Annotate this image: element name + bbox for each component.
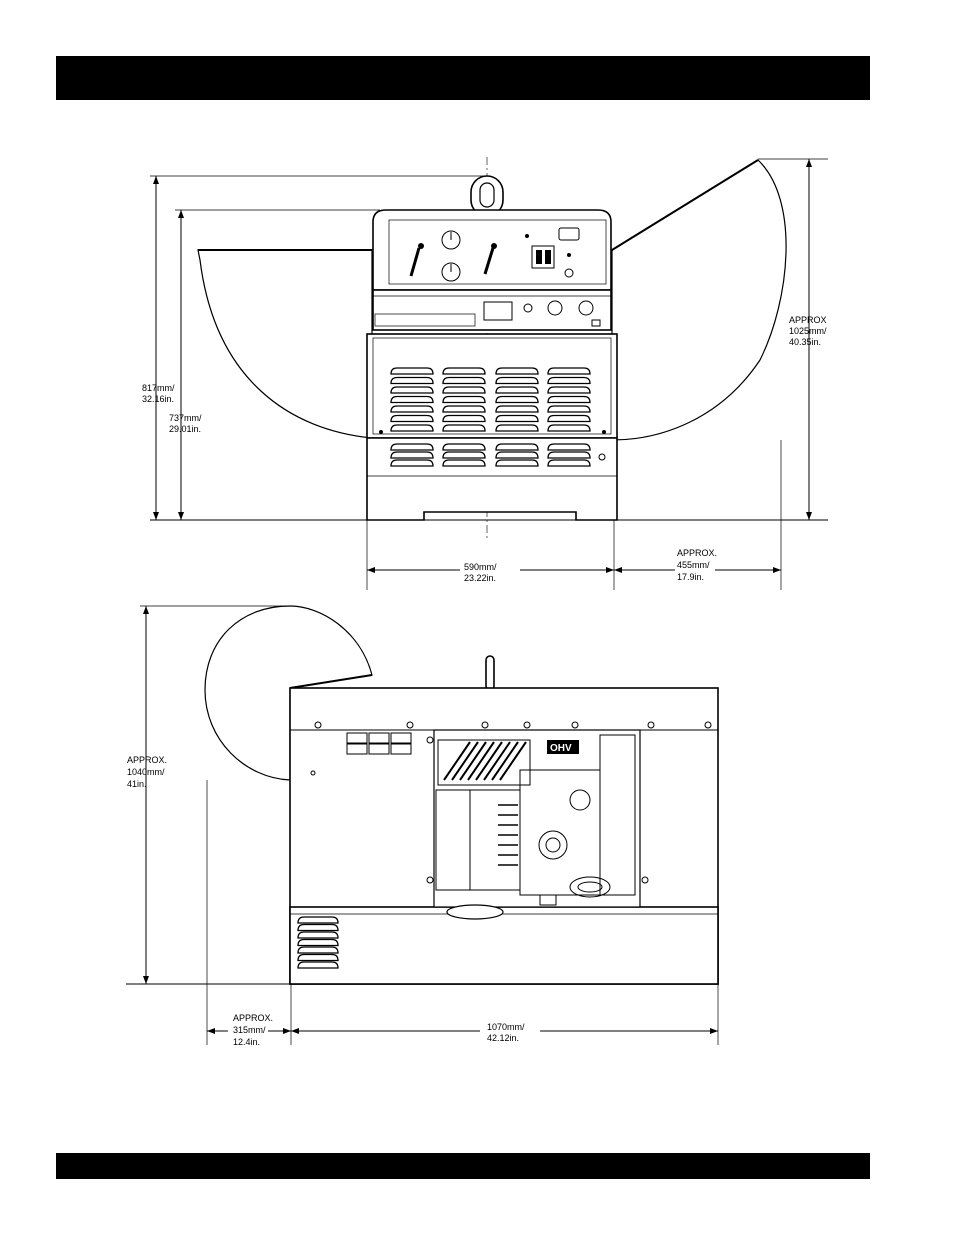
louver-slat: [496, 368, 538, 374]
louver-slat: [548, 397, 590, 403]
louver-slat: [391, 387, 433, 393]
louver-slat: [391, 378, 433, 384]
louver-slat: [548, 387, 590, 393]
louver-slat: [391, 444, 433, 450]
dim-1070-mm: 1070mm/: [487, 1022, 525, 1032]
front-view: [150, 157, 828, 540]
exhaust-stack: [486, 656, 494, 690]
louver-slat: [496, 444, 538, 450]
louver-slat: [298, 947, 338, 953]
louver-slat: [496, 397, 538, 403]
louver-slat: [548, 406, 590, 412]
dim-1040-mm: 1040mm/: [127, 767, 165, 777]
louver-slat: [496, 416, 538, 422]
louver-slat: [443, 387, 485, 393]
louver-slat: [443, 368, 485, 374]
louver-slat: [548, 416, 590, 422]
louver-slat: [391, 406, 433, 412]
dim-1040-label: APPROX.: [127, 755, 167, 765]
louver-slat: [548, 444, 590, 450]
dim-315-in: 12.4in.: [233, 1037, 260, 1047]
right-lid: [612, 160, 786, 440]
louver-slat: [443, 452, 485, 458]
louver-slat: [391, 368, 433, 374]
louver-slat: [443, 444, 485, 450]
louver-slat: [443, 425, 485, 431]
louver-slat: [443, 460, 485, 466]
dim-455-in: 17.9in.: [677, 572, 704, 582]
side-base: [290, 907, 718, 984]
dim-1025-in: 40.35in.: [789, 337, 821, 347]
louver-slat: [548, 425, 590, 431]
engine-badge: OHV: [550, 743, 572, 754]
louver-slat: [496, 406, 538, 412]
louver-slat: [548, 460, 590, 466]
louver-slat: [443, 397, 485, 403]
louver-slat: [548, 368, 590, 374]
louver-slat: [391, 397, 433, 403]
louver-slat: [298, 932, 338, 938]
dim-737-in: 29.01in.: [169, 424, 201, 434]
louver-slat: [298, 940, 338, 946]
louver-slat: [496, 460, 538, 466]
louver-slat: [298, 962, 338, 968]
louver-slat: [298, 925, 338, 931]
dim-817-mm: 817mm/: [142, 383, 175, 393]
dim-1040-in: 41in.: [127, 779, 147, 789]
dim-455-label: APPROX.: [677, 548, 717, 558]
engine-window: [434, 730, 640, 907]
side-louvers: [298, 917, 338, 968]
louver-slat: [443, 406, 485, 412]
dim-1070-in: 42.12in.: [487, 1033, 519, 1043]
dim-590-mm: 590mm/: [464, 562, 497, 572]
left-lid: [198, 250, 372, 438]
louver-slat: [496, 378, 538, 384]
louver-slat: [391, 425, 433, 431]
louver-slat: [496, 425, 538, 431]
louver-slat: [298, 955, 338, 961]
dim-737-mm: 737mm/: [169, 413, 202, 423]
dim-590-in: 23.22in.: [464, 573, 496, 583]
dim-1025-mm: 1025mm/: [789, 326, 827, 336]
louver-slat: [443, 378, 485, 384]
upper-body: [367, 334, 617, 438]
louver-slat: [298, 917, 338, 923]
louver-slat: [391, 416, 433, 422]
dim-315-mm: 315mm/: [233, 1025, 266, 1035]
louver-slat: [391, 460, 433, 466]
louver-slat: [391, 452, 433, 458]
louver-slat: [496, 452, 538, 458]
dim-315-label: APPROX.: [233, 1013, 273, 1023]
louver-slat: [496, 387, 538, 393]
dim-455-mm: 455mm/: [677, 560, 710, 570]
dim-1025-label: APPROX: [789, 315, 827, 325]
louver-slat: [548, 378, 590, 384]
louver-slat: [443, 416, 485, 422]
dim-817-in: 32.16in.: [142, 394, 174, 404]
side-view: OHV: [126, 606, 718, 984]
louver-slat: [548, 452, 590, 458]
